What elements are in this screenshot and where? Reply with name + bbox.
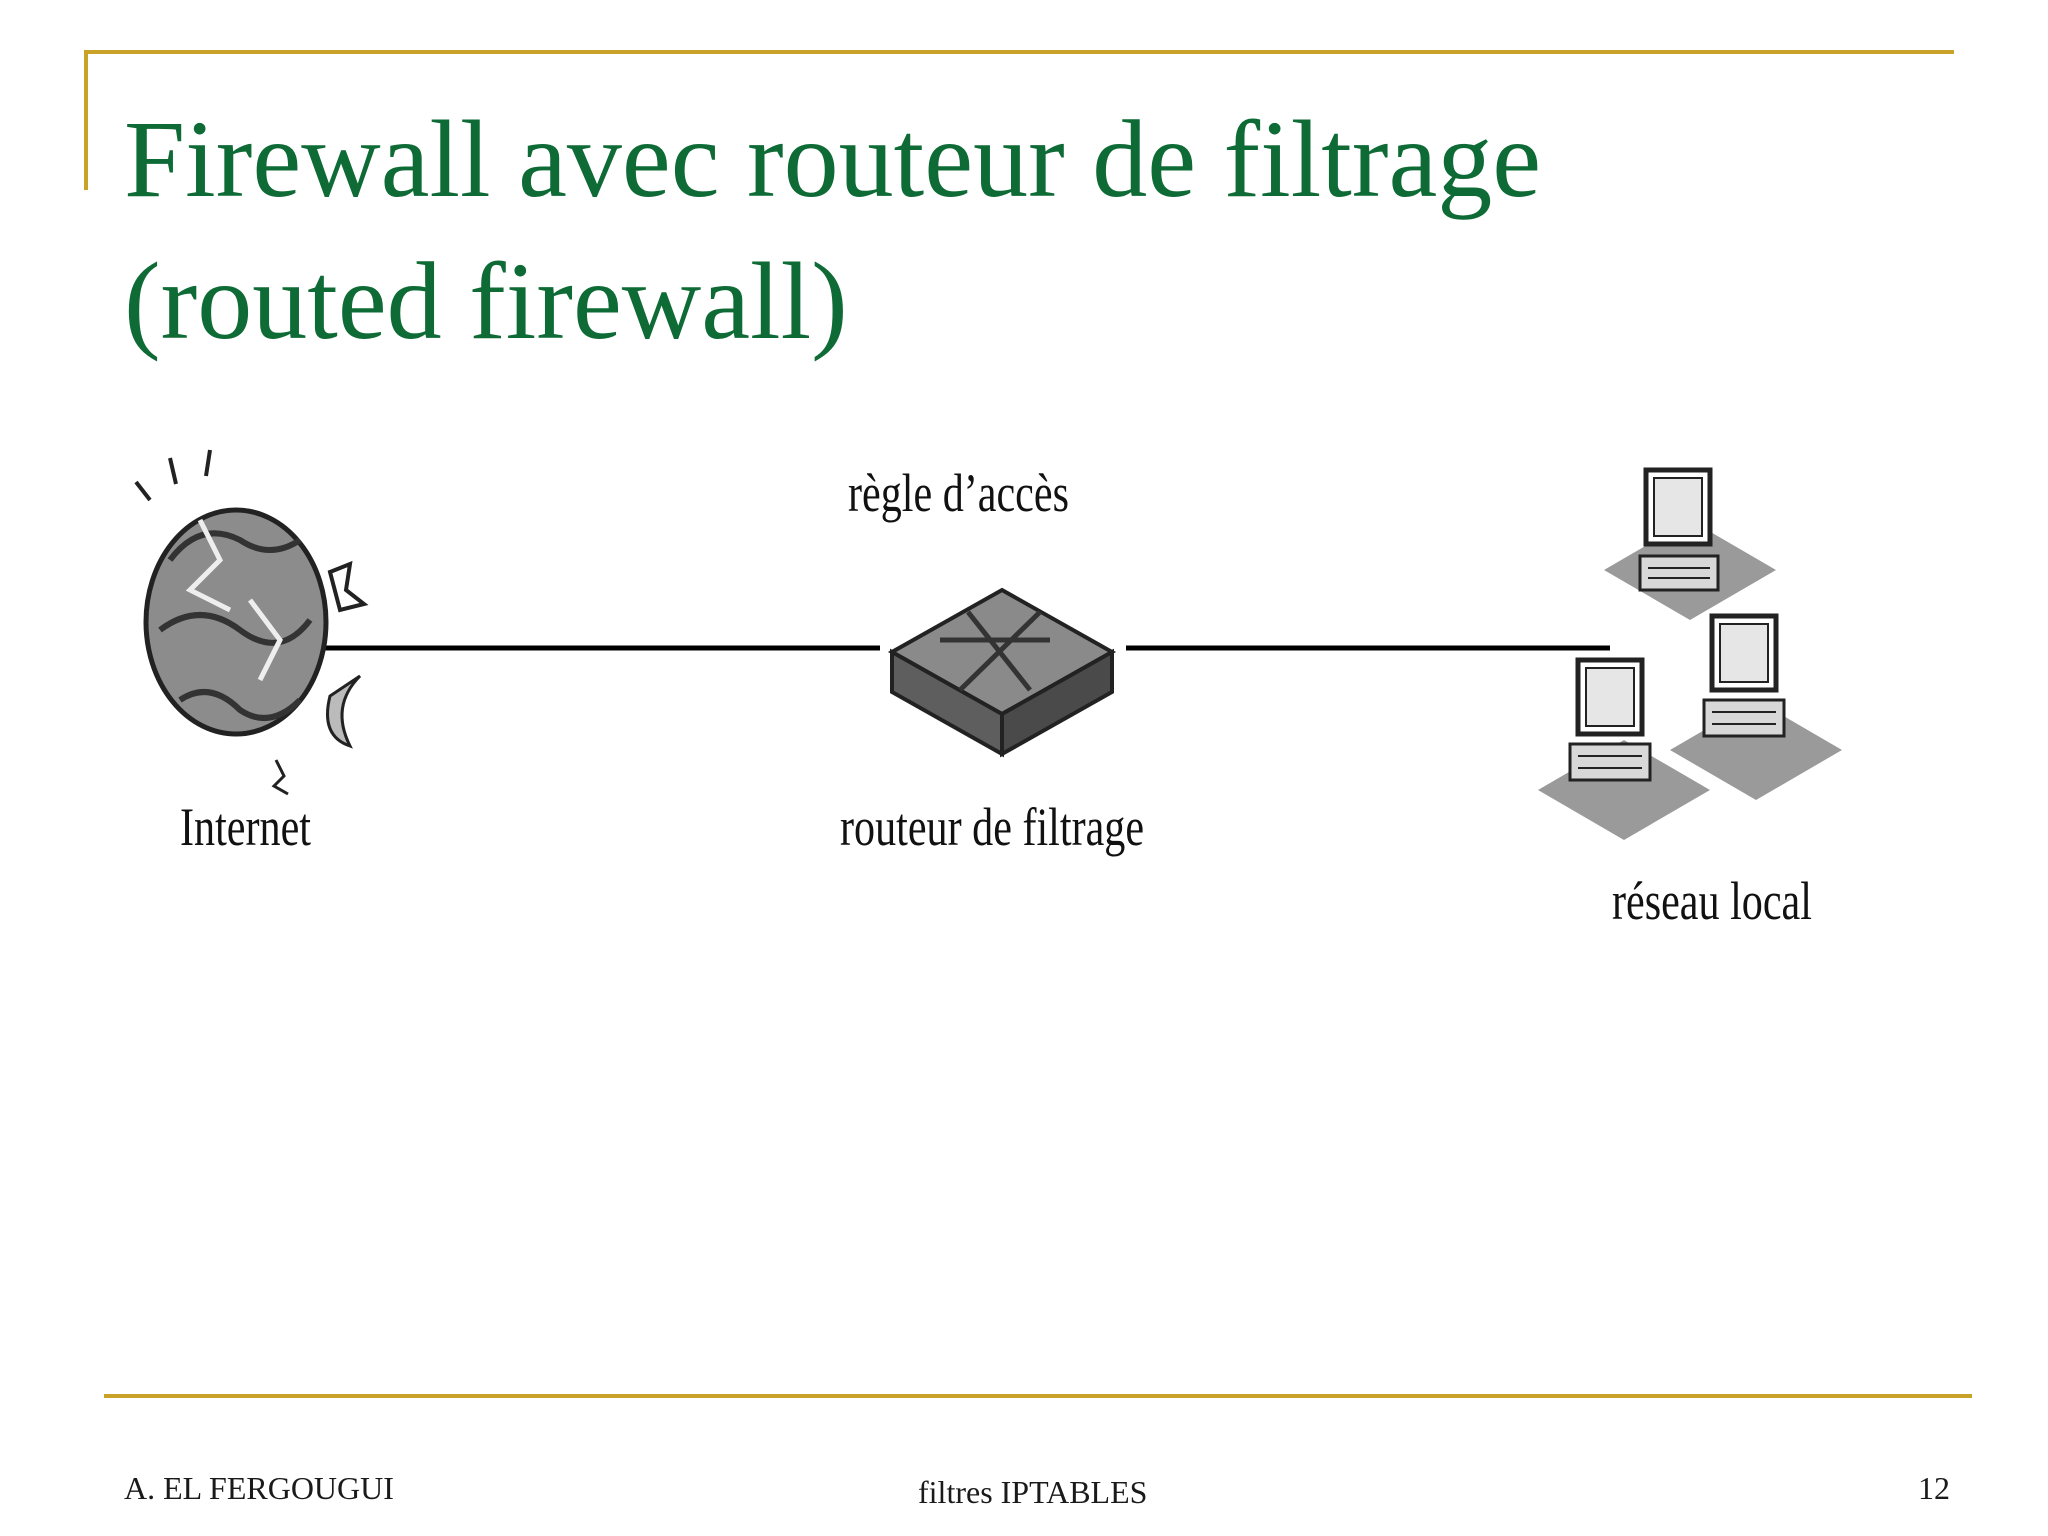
slide-title-line1: Firewall avec routeur de filtrage	[124, 98, 1542, 220]
router-label: routeur de filtrage	[840, 797, 1145, 857]
computer-icon	[1670, 613, 1842, 800]
slide-title-line2: (routed firewall)	[124, 240, 848, 362]
router-icon	[887, 587, 1117, 758]
computer-icon	[1538, 657, 1710, 840]
top-accent-rule	[84, 50, 1954, 54]
access-rule-label: règle d’accès	[848, 463, 1069, 523]
local-network-label: réseau local	[1612, 871, 1812, 931]
left-accent-rule	[84, 50, 88, 190]
slide-title: Firewall avec routeur de filtrage (route…	[124, 88, 1824, 372]
footer-accent-rule	[104, 1394, 1972, 1398]
internet-cloud-icon	[134, 449, 369, 796]
footer-author: A. EL FERGOUGUI	[124, 1470, 394, 1506]
footer-title: filtres IPTABLES	[918, 1474, 1148, 1510]
internet-label: Internet	[180, 797, 311, 857]
page-number: 12	[1918, 1470, 1950, 1506]
computer-icon	[1604, 467, 1776, 620]
